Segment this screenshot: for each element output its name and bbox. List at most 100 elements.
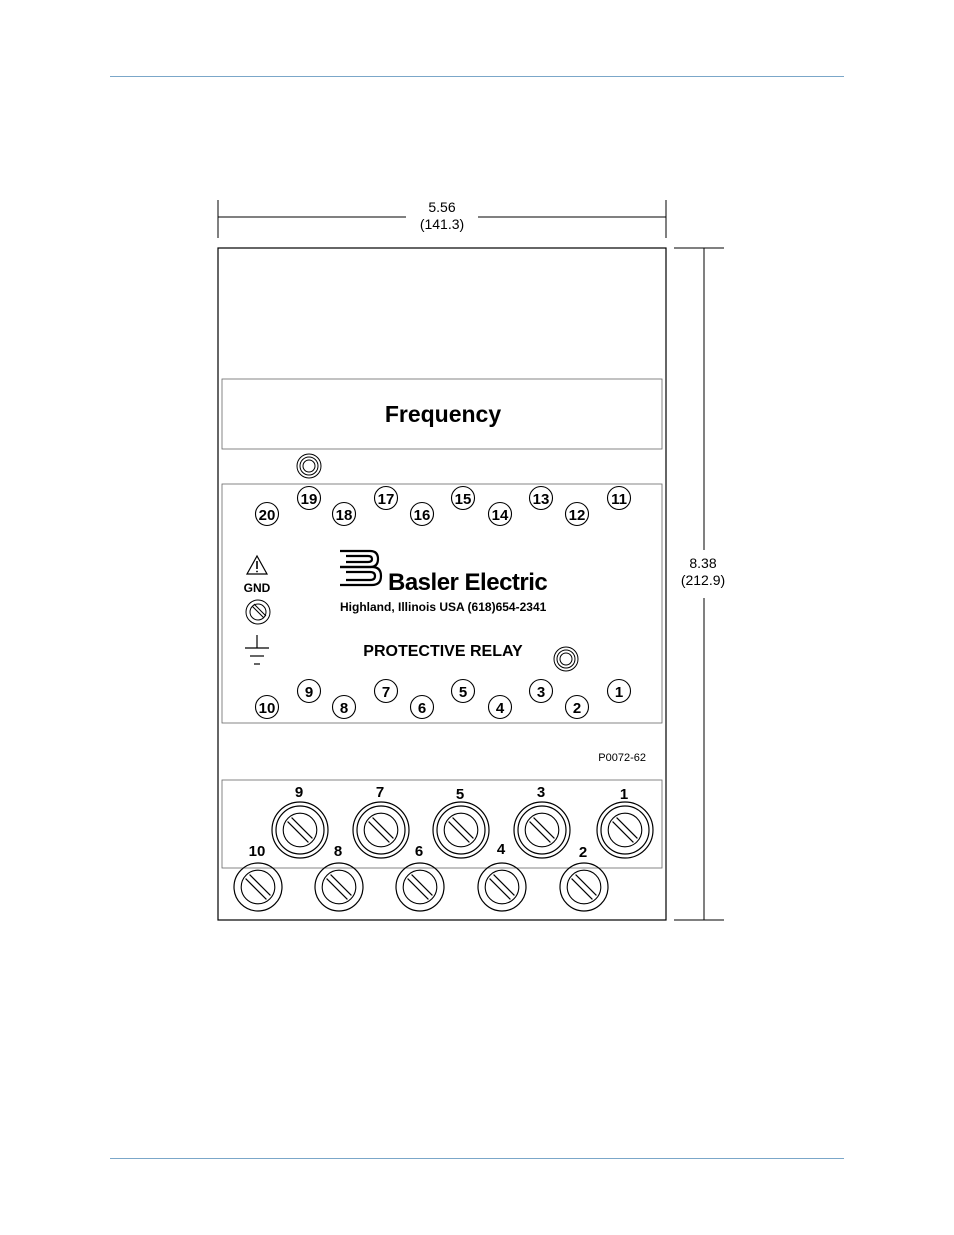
terminal-number: 10: [259, 700, 276, 717]
label-panel: [221, 378, 663, 450]
top-terminal-11: 11: [606, 485, 632, 511]
rear-terminal-row-lower: 10 8 6 4 2: [233, 841, 609, 912]
top-terminal-17: 17: [373, 485, 399, 511]
brand-name: Basler Electric: [388, 569, 547, 596]
rear-terminal-number: 9: [295, 784, 303, 801]
terminal-circle: [564, 501, 590, 527]
terminal-circle: [373, 485, 399, 511]
terminal-circle: [331, 694, 357, 720]
rear-terminal-2: 2: [559, 844, 609, 912]
terminal-circle: [487, 694, 513, 720]
ground-symbol-icon: [245, 635, 269, 665]
rear-terminal-block: [221, 779, 663, 869]
width-inches: 5.56: [428, 199, 455, 215]
terminal-number: 1: [615, 684, 623, 701]
gnd-label: GND: [244, 581, 271, 595]
bottom-terminal-5: 5: [450, 678, 476, 704]
brand-address: Highland, Illinois USA (618)654-2341: [340, 600, 547, 614]
height-mm: (212.9): [681, 572, 725, 588]
rear-terminal-number: 4: [497, 841, 506, 858]
top-terminal-16: 16: [409, 501, 435, 527]
rear-terminal-9: 9: [271, 784, 329, 859]
rear-terminal-8: 8: [314, 843, 364, 912]
terminal-circle: [528, 678, 554, 704]
terminal-number: 5: [459, 684, 467, 701]
terminal-circle: [606, 678, 632, 704]
rear-terminal-number: 1: [620, 786, 628, 803]
terminal-row-bottom-upper: 9 7 5 3 1: [296, 678, 632, 704]
bottom-terminal-7: 7: [373, 678, 399, 704]
mounting-stud-lower: [553, 646, 579, 672]
terminal-circle: [373, 678, 399, 704]
bottom-terminal-6: 6: [409, 694, 435, 720]
rear-terminal-1: 1: [596, 786, 654, 859]
terminal-circle: [254, 694, 280, 720]
terminal-number: 17: [378, 491, 395, 508]
screw-icon: [432, 801, 490, 859]
terminal-number: 12: [569, 507, 586, 524]
terminal-number: 4: [496, 700, 505, 717]
top-terminal-14: 14: [487, 501, 513, 527]
terminal-circle: [254, 501, 280, 527]
terminal-number: 16: [414, 507, 431, 524]
screw-icon: [513, 801, 571, 859]
rear-terminal-3: 3: [513, 784, 571, 859]
height-dimension: [674, 247, 724, 921]
footer-rule: [110, 1158, 844, 1159]
terminal-circle: [450, 485, 476, 511]
mounting-stud-upper: [296, 453, 322, 479]
terminal-number: 6: [418, 700, 426, 717]
screw-icon: [559, 862, 609, 912]
bottom-terminal-2: 2: [564, 694, 590, 720]
terminal-number: 7: [382, 684, 390, 701]
terminal-number: 9: [305, 684, 313, 701]
terminal-circle: [487, 501, 513, 527]
terminal-circle: [296, 678, 322, 704]
top-terminal-19: 19: [296, 485, 322, 511]
terminal-number: 18: [336, 507, 353, 524]
screw-icon: [477, 862, 527, 912]
screw-icon: [596, 801, 654, 859]
rear-terminal-number: 2: [579, 844, 587, 861]
relay-case: [217, 247, 667, 921]
rear-terminal-number: 10: [249, 843, 266, 860]
top-terminal-18: 18: [331, 501, 357, 527]
rear-terminal-number: 8: [334, 843, 342, 860]
header-rule: [110, 76, 844, 77]
product-label: PROTECTIVE RELAY: [363, 643, 523, 660]
drawing-number: P0072-62: [598, 752, 646, 764]
bottom-terminal-4: 4: [487, 694, 513, 720]
terminal-circle: [450, 678, 476, 704]
screw-icon: [271, 801, 329, 859]
terminal-number: 11: [611, 491, 627, 508]
function-label: Frequency: [385, 401, 502, 427]
bottom-terminal-10: 10: [254, 694, 280, 720]
terminal-number: 20: [259, 507, 276, 524]
terminal-circle: [409, 501, 435, 527]
terminal-panel: [221, 483, 663, 724]
terminal-row-top-lower: 20 18 16 14 12: [254, 501, 590, 527]
warning-icon: [245, 554, 269, 575]
rear-terminal-number: 6: [415, 843, 423, 860]
terminal-circle: [331, 501, 357, 527]
terminal-row-top-upper: 19 17 15 13 11: [296, 485, 632, 511]
screw-icon: [314, 862, 364, 912]
rear-terminal-7: 7: [352, 784, 410, 859]
terminal-circle: [564, 694, 590, 720]
terminal-circle: [296, 485, 322, 511]
terminal-number: 19: [301, 491, 318, 508]
terminal-circle: [606, 485, 632, 511]
top-terminal-15: 15: [450, 485, 476, 511]
bottom-terminal-9: 9: [296, 678, 322, 704]
bottom-terminal-3: 3: [528, 678, 554, 704]
terminal-circle: [528, 485, 554, 511]
top-terminal-13: 13: [528, 485, 554, 511]
terminal-number: 15: [455, 491, 472, 508]
top-terminal-12: 12: [564, 501, 590, 527]
terminal-circle: [409, 694, 435, 720]
rear-terminal-number: 7: [376, 784, 384, 801]
terminal-number: 13: [533, 491, 550, 508]
